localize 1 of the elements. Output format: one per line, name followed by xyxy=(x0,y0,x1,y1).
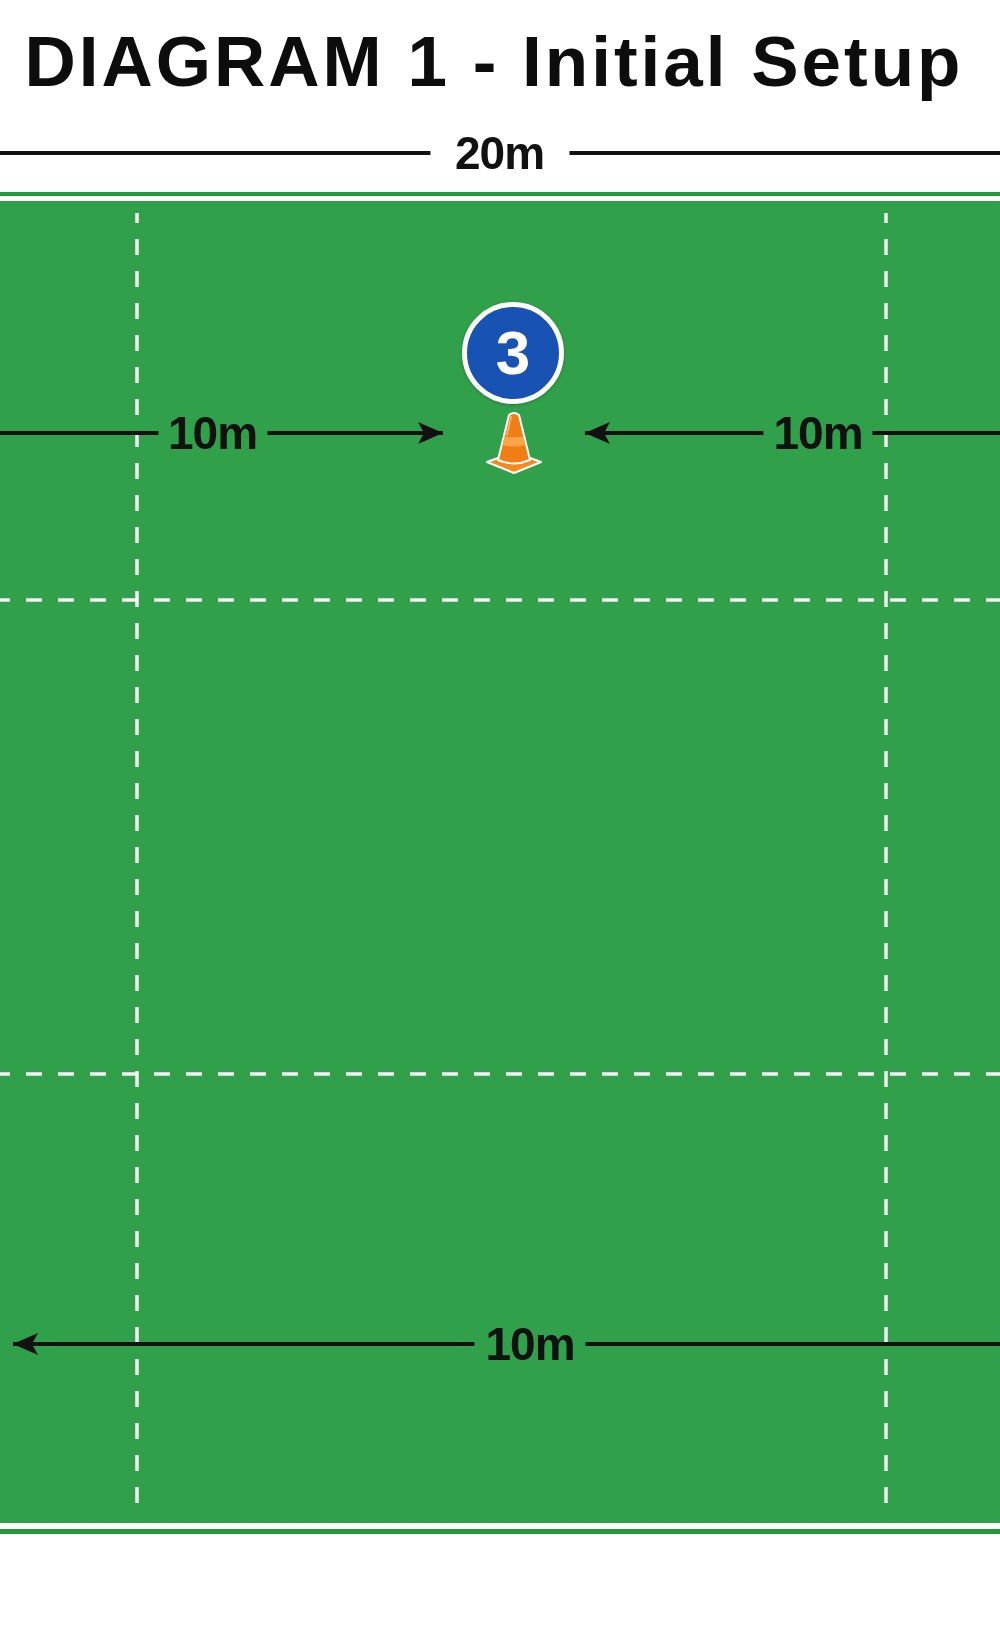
player-number: 3 xyxy=(495,322,531,384)
